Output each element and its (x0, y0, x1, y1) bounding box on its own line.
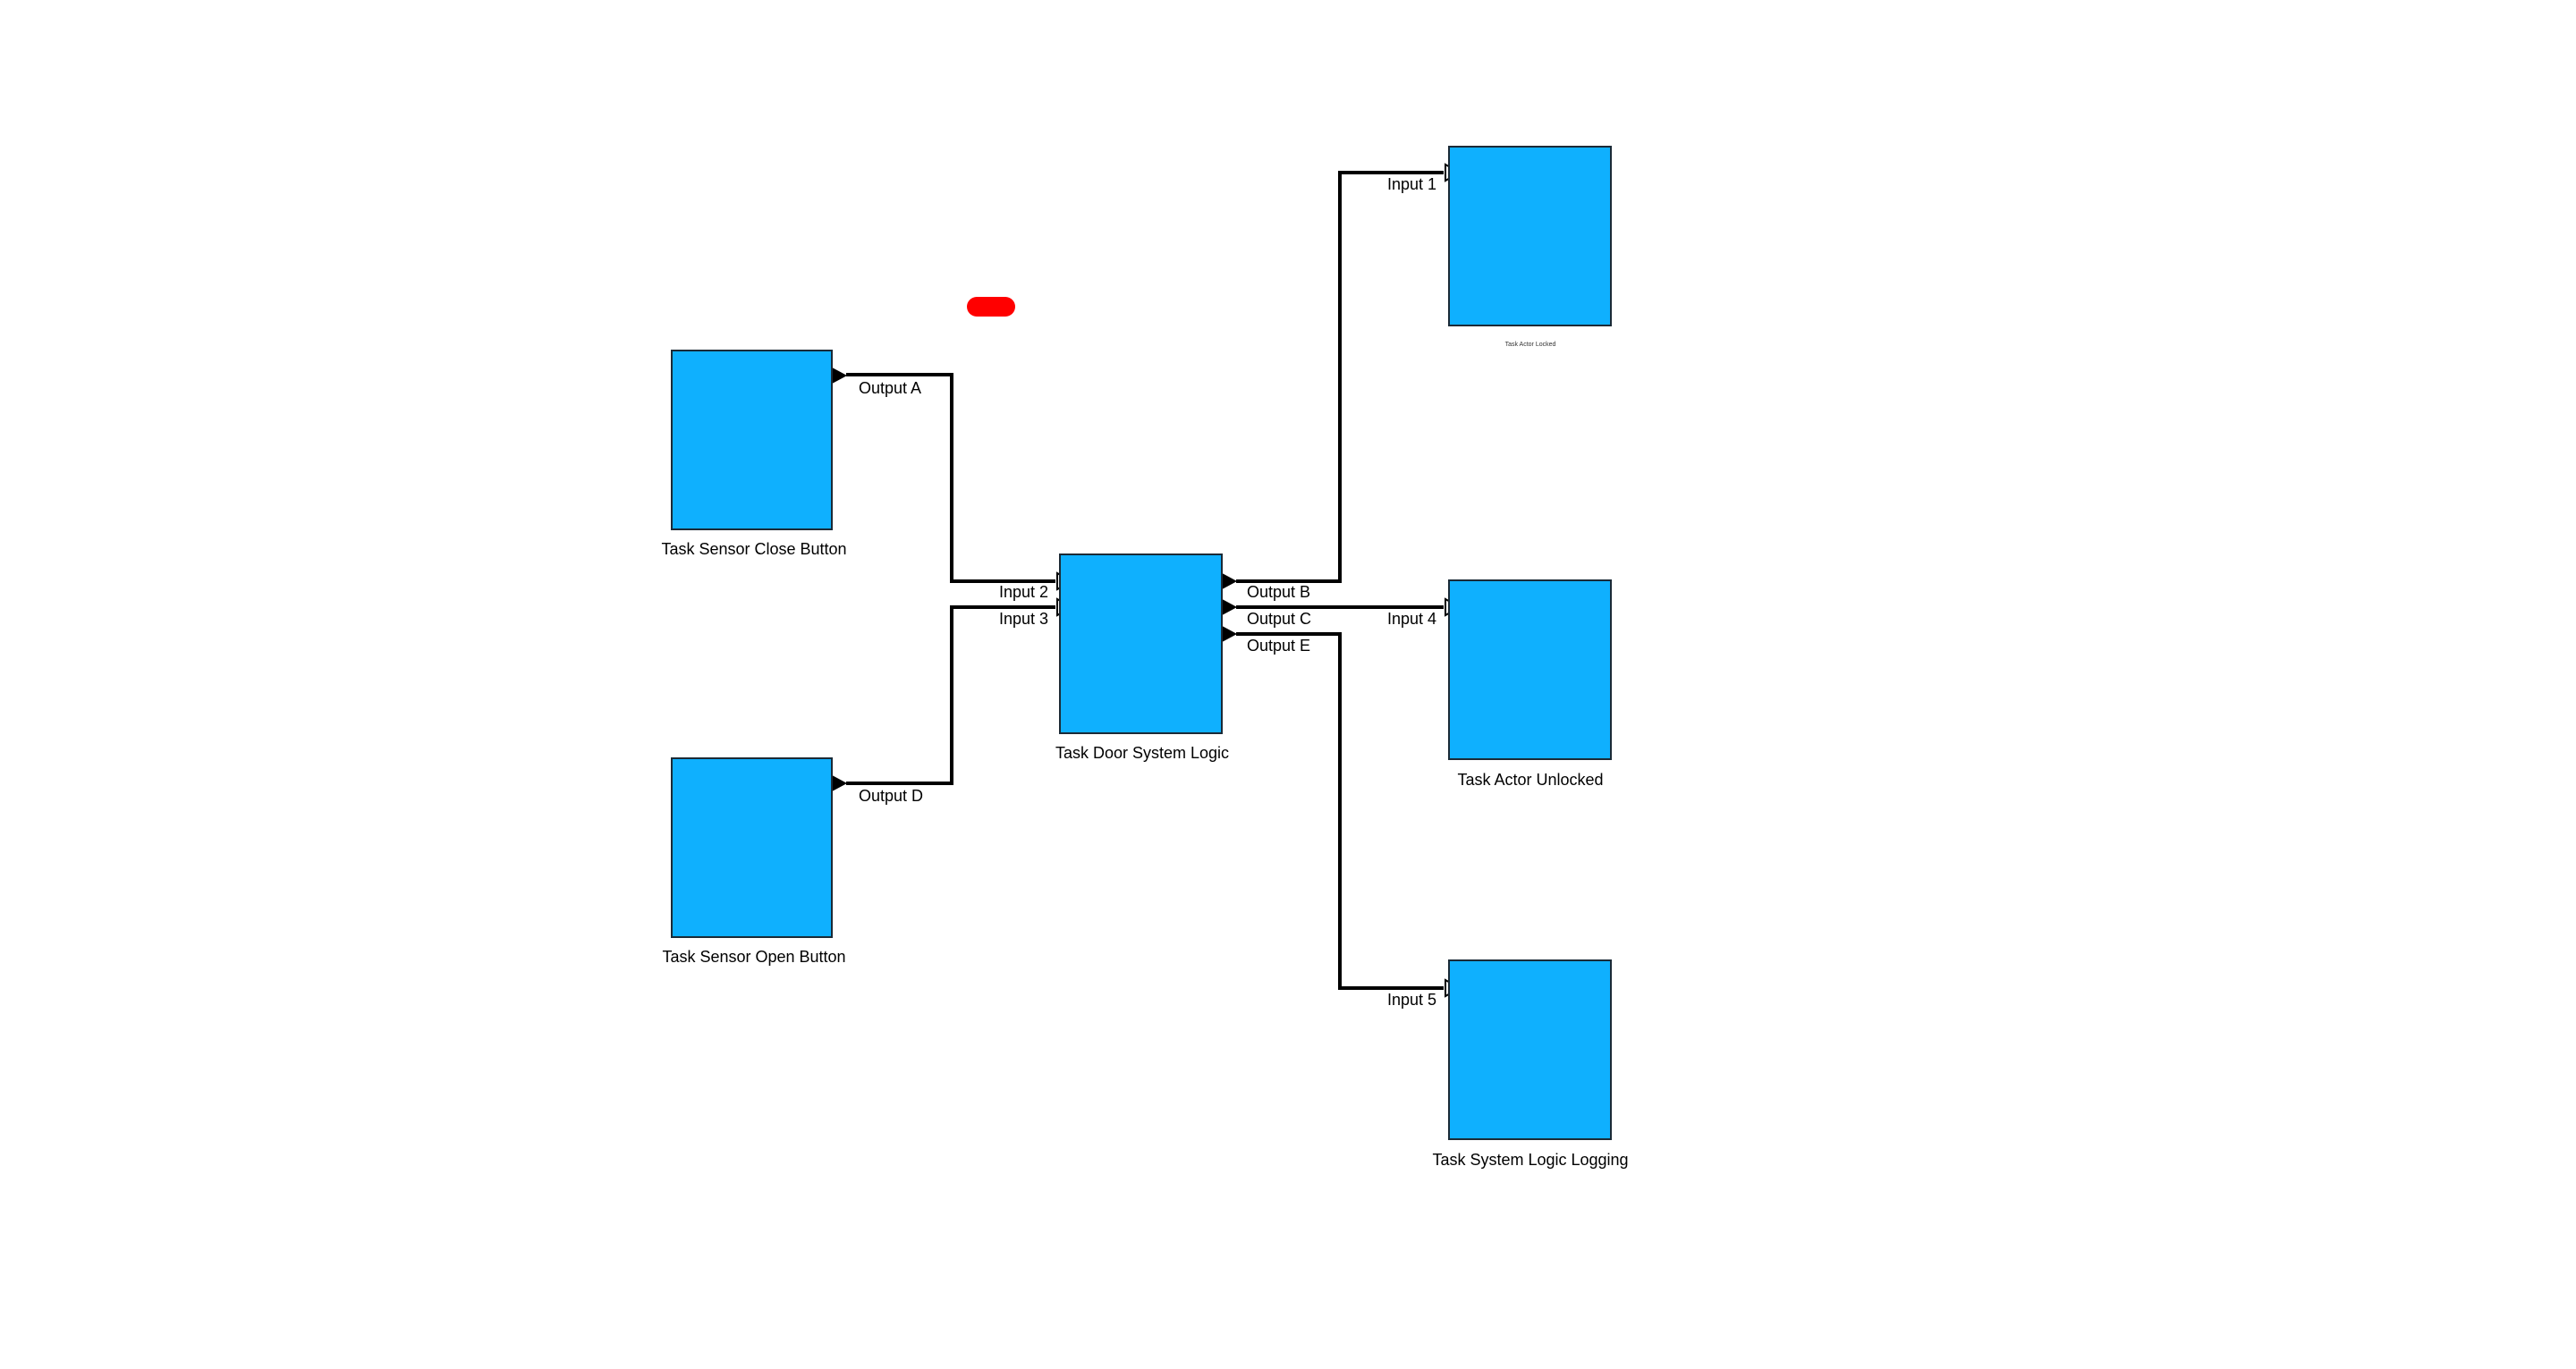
block-label-task-sensor-close-button: Task Sensor Close Button (661, 540, 847, 558)
block-task-actor-unlocked[interactable] (1448, 579, 1612, 760)
port-label-output-b: Output B (1247, 583, 1311, 601)
block-label-task-system-logic-logging: Task System Logic Logging (1432, 1151, 1629, 1169)
block-task-sensor-close-button[interactable] (671, 350, 833, 530)
wire-output-a-to-input-2[interactable] (846, 373, 1055, 583)
block-task-system-logic-logging[interactable] (1448, 959, 1612, 1140)
output-b-port-icon[interactable] (1222, 573, 1238, 589)
block-task-door-system-logic[interactable] (1059, 554, 1223, 734)
port-label-input-2: Input 2 (998, 583, 1048, 601)
output-c-port-icon[interactable] (1222, 599, 1238, 615)
port-label-input-3: Input 3 (998, 610, 1048, 628)
output-a-port-icon[interactable] (832, 368, 848, 384)
output-e-port-icon[interactable] (1222, 626, 1238, 642)
wire-output-d-to-input-3[interactable] (846, 605, 1055, 785)
wire-output-b-to-input-1[interactable] (1236, 171, 1444, 583)
block-label-task-actor-locked: Task Actor Locked (1504, 342, 1556, 348)
block-task-sensor-open-button[interactable] (671, 757, 833, 938)
block-label-task-sensor-open-button: Task Sensor Open Button (662, 948, 846, 966)
block-label-task-door-system-logic: Task Door System Logic (1055, 744, 1230, 762)
block-label-task-actor-unlocked: Task Actor Unlocked (1457, 771, 1604, 789)
port-label-input-5: Input 5 (1386, 991, 1436, 1009)
port-label-output-d: Output D (859, 787, 924, 805)
port-label-input-4: Input 4 (1386, 610, 1436, 628)
port-label-output-c: Output C (1247, 610, 1312, 628)
port-label-input-1: Input 1 (1386, 175, 1436, 193)
port-label-output-e: Output E (1247, 637, 1311, 655)
block-task-actor-locked[interactable] (1448, 146, 1612, 326)
wire-output-e-to-input-5[interactable] (1236, 632, 1444, 990)
output-d-port-icon[interactable] (832, 775, 848, 791)
red-marker-icon (967, 297, 1015, 317)
port-label-output-a: Output A (859, 379, 922, 397)
